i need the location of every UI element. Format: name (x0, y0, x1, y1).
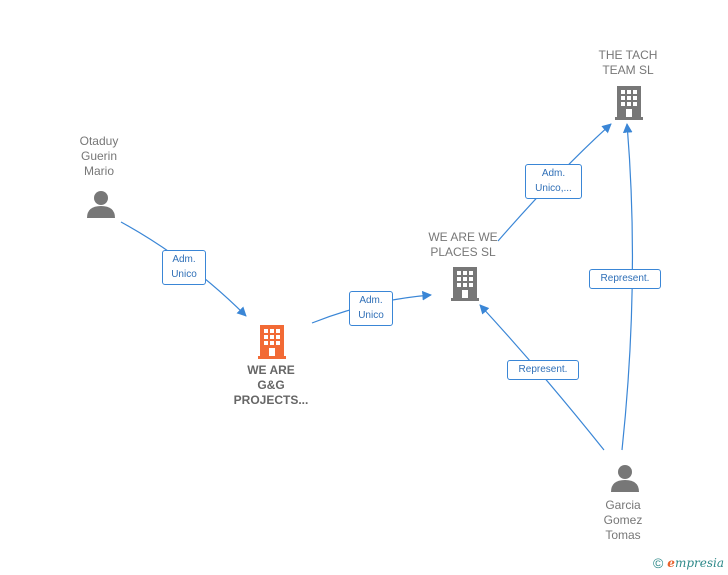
node-label-garcia[interactable]: Garcia Gomez Tomas (603, 498, 643, 542)
building-icon[interactable] (258, 325, 286, 359)
edge-label-adm-unico: Adm. Unico (349, 291, 393, 326)
edge-label-represent: Represent. (589, 269, 661, 289)
building-icon[interactable] (615, 86, 643, 120)
edge-label-adm-unico: Adm. Unico (162, 250, 206, 285)
footer-brand: © empresia (653, 555, 724, 571)
node-label-otaduy[interactable]: Otaduy Guerin Mario (79, 134, 119, 178)
edge-label-adm-unico-more: Adm. Unico,... (525, 164, 582, 199)
copyright-symbol: © (652, 555, 664, 571)
building-icon[interactable] (451, 267, 479, 301)
empresia-logo[interactable]: empresia (667, 556, 724, 570)
person-icon[interactable] (611, 465, 639, 492)
node-label-we-are-gg[interactable]: WE ARE G&G PROJECTS... (233, 363, 309, 407)
node-label-tach-team[interactable]: THE TACH TEAM SL (598, 48, 658, 77)
person-icon[interactable] (87, 191, 115, 218)
edge-label-represent: Represent. (507, 360, 579, 380)
node-label-we-are-we-places[interactable]: WE ARE WE PLACES SL (428, 230, 498, 259)
